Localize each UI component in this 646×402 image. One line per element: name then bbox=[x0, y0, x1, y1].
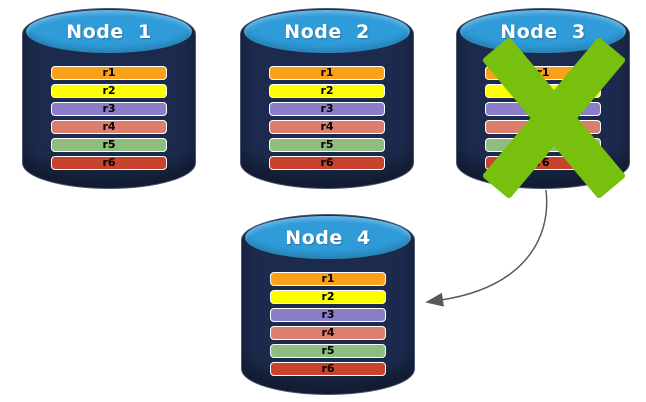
arrow-path bbox=[425, 189, 548, 307]
node-2-cylinder-top: Node 2 bbox=[244, 10, 410, 53]
node-3-cylinder-top: Node 3 bbox=[460, 10, 626, 53]
node-4-rows: r1 r2 r3 r4 r5 r6 bbox=[270, 272, 386, 376]
row-r2: r2 bbox=[270, 290, 386, 304]
row-r6: r6 bbox=[270, 362, 386, 376]
node-3: Node 3 r1 r2 r3 r4 r5 r6 bbox=[456, 8, 630, 200]
row-r6: r6 bbox=[269, 156, 385, 170]
row-r3: r3 bbox=[51, 102, 167, 116]
x-cross-icon bbox=[481, 36, 627, 200]
node-2: Node 2 r1 r2 r3 r4 r5 r6 bbox=[240, 8, 414, 189]
node-1-rows: r1 r2 r3 r4 r5 r6 bbox=[51, 66, 167, 170]
node-1: Node 1 r1 r2 r3 r4 r5 r6 bbox=[22, 8, 196, 189]
node-1-cylinder-top: Node 1 bbox=[26, 10, 192, 53]
row-r4: r4 bbox=[269, 120, 385, 134]
node-1-label: Node 1 bbox=[66, 20, 152, 43]
row-r1: r1 bbox=[270, 272, 386, 286]
node-4: Node 4 r1 r2 r3 r4 r5 r6 bbox=[241, 214, 415, 395]
node-4-label: Node 4 bbox=[285, 226, 371, 249]
row-r2: r2 bbox=[51, 84, 167, 98]
node-2-rows: r1 r2 r3 r4 r5 r6 bbox=[269, 66, 385, 170]
row-r6: r6 bbox=[51, 156, 167, 170]
row-r5: r5 bbox=[269, 138, 385, 152]
row-r2: r2 bbox=[269, 84, 385, 98]
row-r1: r1 bbox=[51, 66, 167, 80]
node-3-label: Node 3 bbox=[500, 20, 586, 43]
row-r5: r5 bbox=[51, 138, 167, 152]
row-r1: r1 bbox=[269, 66, 385, 80]
row-r5: r5 bbox=[270, 344, 386, 358]
row-r4: r4 bbox=[270, 326, 386, 340]
row-r3: r3 bbox=[269, 102, 385, 116]
node-2-label: Node 2 bbox=[284, 20, 370, 43]
row-r4: r4 bbox=[51, 120, 167, 134]
row-r3: r3 bbox=[270, 308, 386, 322]
node-4-cylinder-top: Node 4 bbox=[245, 216, 411, 259]
